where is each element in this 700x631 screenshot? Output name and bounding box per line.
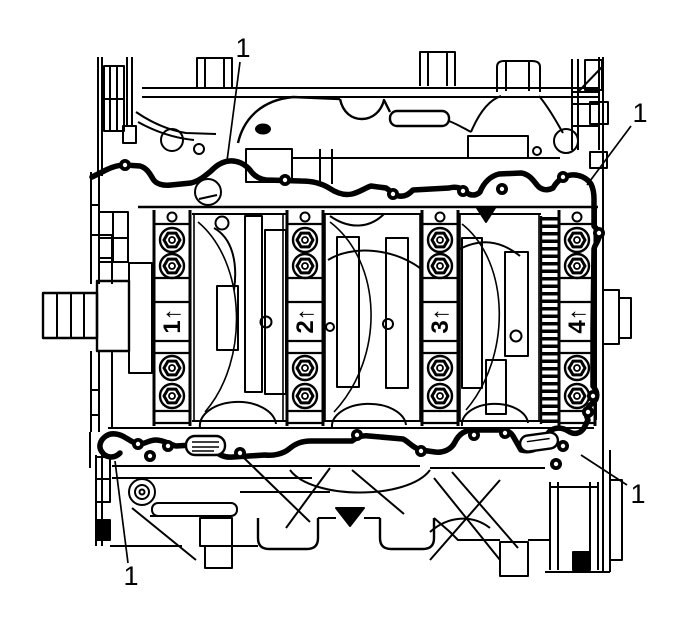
- block-right-flange: [595, 150, 632, 430]
- crankshaft-snout: [41, 262, 153, 374]
- crankcase-bay-1: [197, 215, 287, 429]
- bearing-cap-3-label: 3↑: [427, 308, 454, 333]
- main-bearing-caps: 1↑ 2↑ 3↑ 4↑: [154, 210, 595, 426]
- bearing-cap-1: 1↑: [154, 210, 190, 426]
- mount-bracket-bottom-right: [429, 430, 623, 573]
- bead-bolt-holes: [119, 159, 605, 470]
- bearing-cap-2: 2↑: [287, 210, 323, 426]
- bearing-cap-3: 3↑: [422, 210, 458, 426]
- callout-top-right: 1: [586, 98, 648, 186]
- bearing-cap-2-label: 2↑: [292, 308, 319, 333]
- mount-bracket-top-right: [571, 57, 609, 169]
- callout-top-left-label: 1: [235, 33, 250, 63]
- engine-block-outline: [41, 51, 632, 577]
- block-bottom-band: [112, 457, 550, 577]
- callout-bottom-left: 1: [114, 460, 139, 591]
- callout-top-right-label: 1: [632, 98, 647, 128]
- callouts: 1 1 1 1: [114, 33, 648, 591]
- bearing-cap-1-label: 1↑: [159, 308, 186, 333]
- callout-leader-line: [586, 125, 632, 186]
- reluctor-teeth-strip: [539, 216, 561, 424]
- mount-bracket-top-left: [97, 57, 217, 176]
- bearing-cap-4-label: 4↑: [564, 308, 591, 333]
- crankcase-bay-3: [457, 223, 529, 427]
- callout-bottom-right-label: 1: [630, 479, 645, 509]
- callout-bottom-left-label: 1: [123, 561, 138, 591]
- rail-slot-bosses: [184, 431, 560, 457]
- block-top-band: [142, 51, 600, 206]
- callout-leader-line: [114, 460, 129, 564]
- bearing-cap-4: 4↑: [559, 210, 595, 426]
- callout-top-left: 1: [226, 33, 251, 162]
- block-left-flange: [90, 172, 129, 432]
- callout-bottom-right: 1: [580, 454, 646, 509]
- callout-leader-line: [226, 61, 241, 162]
- crankcase-bay-2: [325, 213, 421, 429]
- callout-leader-line: [580, 454, 628, 486]
